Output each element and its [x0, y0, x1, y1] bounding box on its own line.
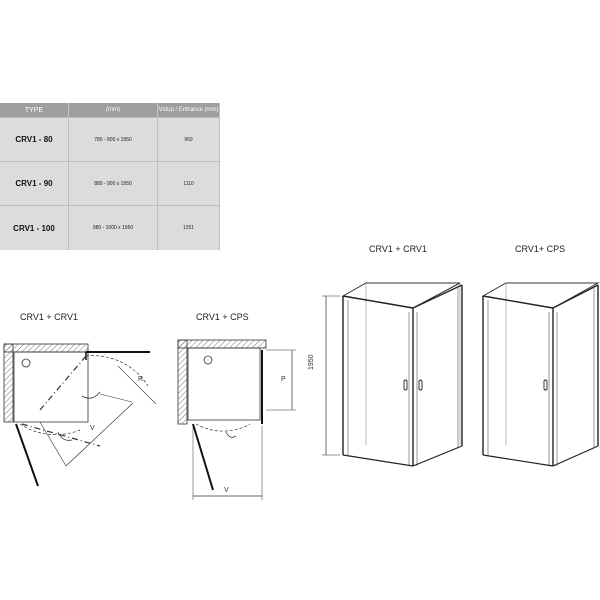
axis-line — [39, 355, 87, 411]
cell-size: 880 - 900 x 1950 — [68, 161, 158, 206]
radius-label: R — [138, 376, 144, 383]
swing-arc-right — [85, 355, 149, 387]
plan-right-title: CRV1 + CPS — [196, 312, 249, 322]
handle-icon — [418, 379, 423, 391]
swing-arc — [195, 423, 251, 432]
v-label-right: V — [224, 487, 229, 494]
cell-entrance: 1110 — [157, 161, 220, 206]
drain-icon — [21, 358, 31, 368]
header-size: (mm) — [68, 103, 158, 118]
cell-entrance: 969 — [157, 117, 220, 162]
rotation-arrow-icon — [57, 431, 73, 441]
handle-icon — [543, 379, 548, 391]
spec-table: TYPE (mm) Vstup / Entrance (mm) CRV1 - 8… — [0, 103, 220, 250]
r-dimension-line — [117, 365, 157, 405]
header-type: TYPE — [0, 103, 69, 118]
shower-tray — [13, 351, 89, 423]
rotation-arrow-icon — [225, 431, 237, 438]
top-outline — [481, 282, 600, 309]
p-label: P — [281, 376, 286, 383]
cell-type: CRV1 - 100 — [0, 205, 69, 250]
door-front — [192, 423, 214, 491]
table-header-row: TYPE (mm) Vstup / Entrance (mm) — [0, 103, 220, 118]
cell-entrance: 1251 — [157, 205, 220, 250]
rotation-arrow-icon — [81, 391, 101, 399]
cell-type: CRV1 - 80 — [0, 117, 69, 162]
axis-line — [21, 423, 101, 447]
table-row: CRV1 - 100 980 - 1000 x 1950 1251 — [0, 205, 220, 250]
door-front — [15, 423, 39, 487]
elevation-right-title: CRV1+ CPS — [515, 244, 566, 254]
table-row: CRV1 - 80 780 - 800 x 1950 969 — [0, 117, 220, 162]
v-label-left: V — [90, 425, 95, 432]
handle-icon — [403, 379, 408, 391]
plan-left-title: CRV1 + CRV1 — [20, 312, 78, 322]
drain-icon — [203, 355, 213, 365]
elevation-left-title: CRV1 + CRV1 — [369, 244, 427, 254]
cell-size: 780 - 800 x 1950 — [68, 117, 158, 162]
cell-type: CRV1 - 90 — [0, 161, 69, 206]
header-entrance: Vstup / Entrance (mm) — [157, 103, 220, 118]
cell-size: 980 - 1000 x 1950 — [68, 205, 158, 250]
swing-arc-front — [19, 423, 81, 436]
shower-tray — [187, 347, 261, 421]
table-row: CRV1 - 90 880 - 900 x 1950 1110 — [0, 161, 220, 206]
v-dimension-line — [65, 402, 134, 467]
